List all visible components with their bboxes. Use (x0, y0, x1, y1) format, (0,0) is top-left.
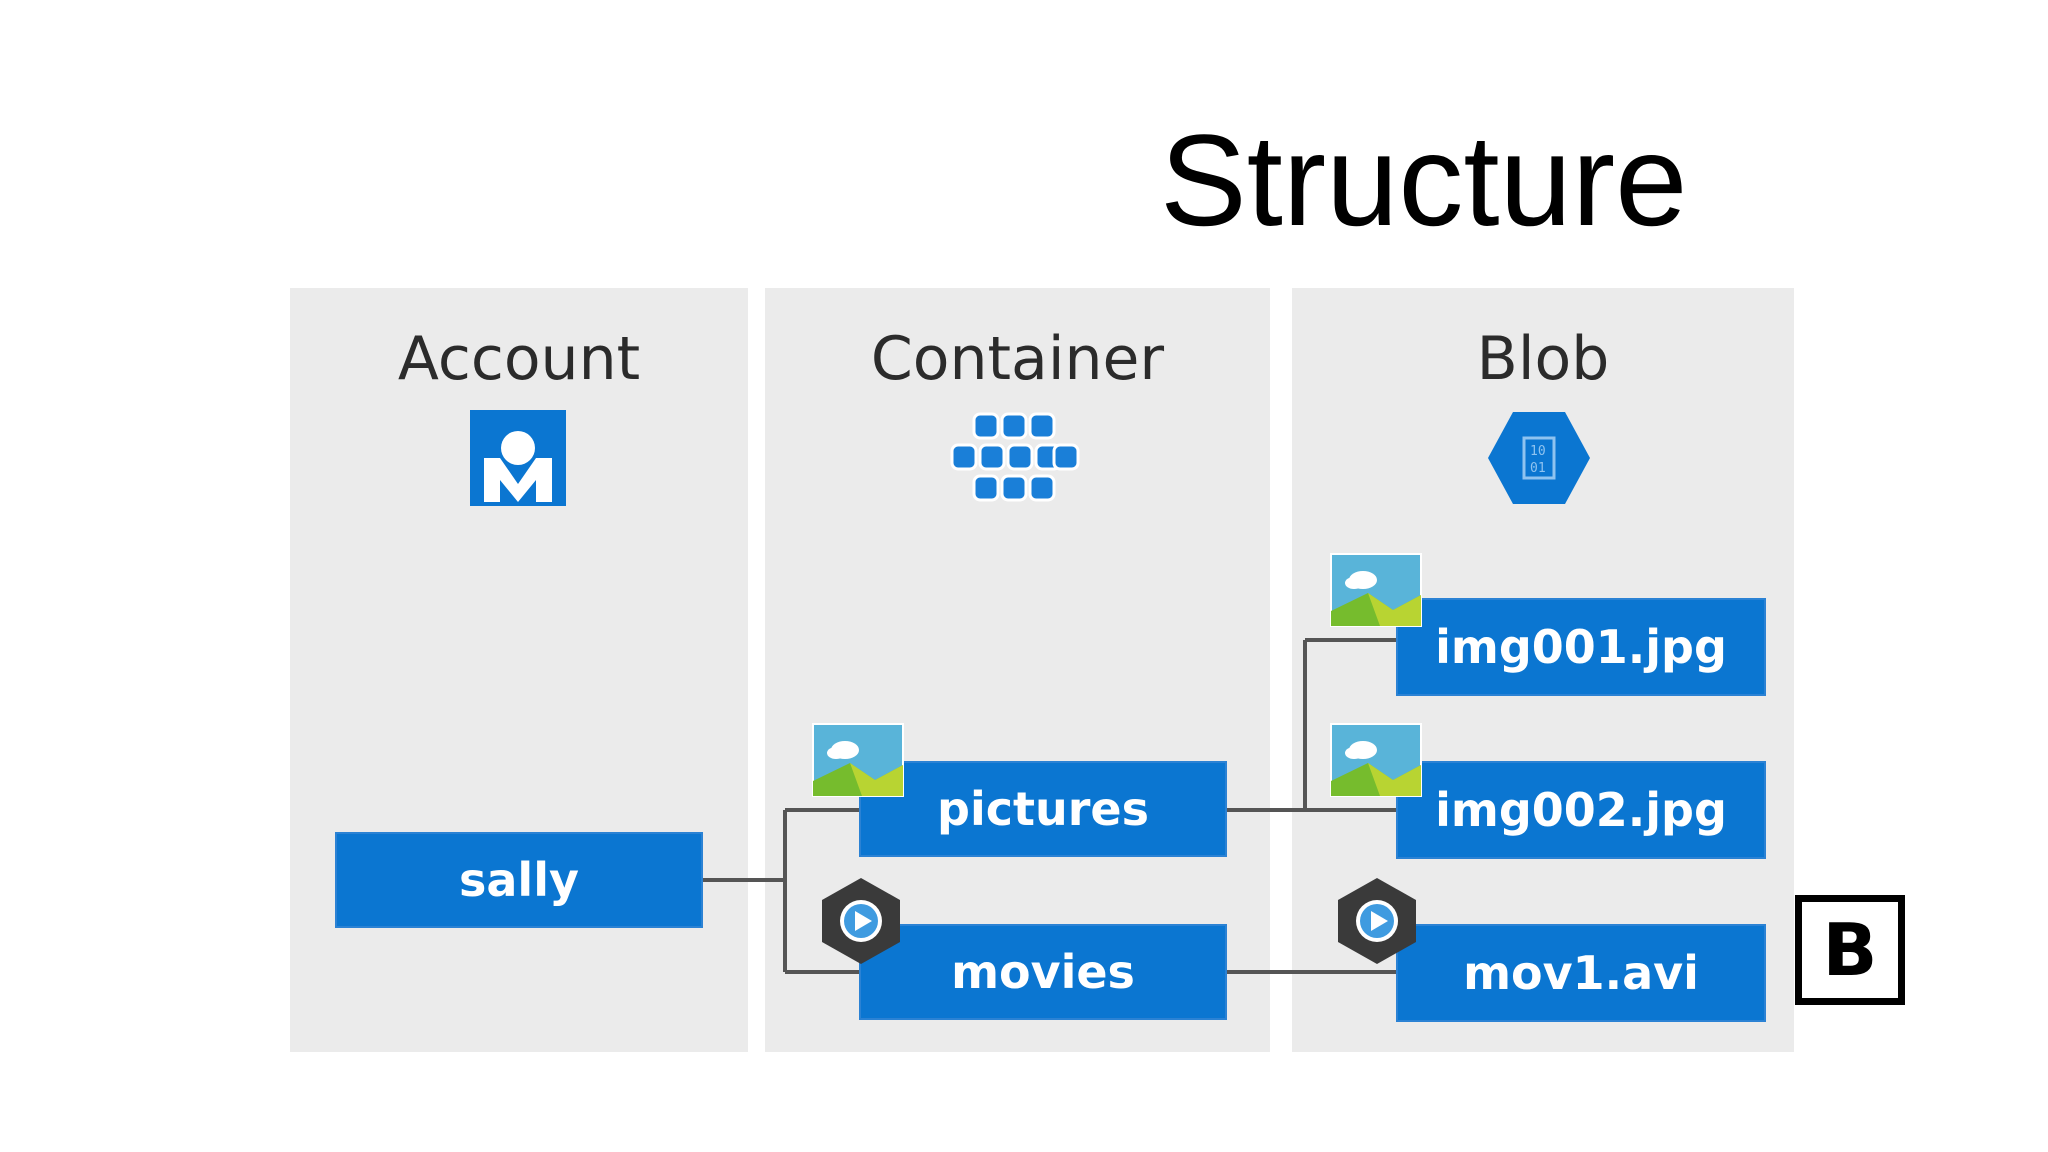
account-node-label: sally (459, 853, 579, 907)
blob-node-label: img001.jpg (1435, 620, 1727, 674)
account-node-sally: sally (335, 832, 703, 928)
container-node-pictures: pictures (859, 761, 1227, 857)
svg-text:01: 01 (1530, 461, 1546, 476)
blob-node-img002: img002.jpg (1396, 761, 1766, 859)
container-icon (950, 412, 1080, 502)
blob-node-label: mov1.avi (1463, 946, 1699, 1000)
image-icon (1330, 553, 1422, 627)
blob-node-label: img002.jpg (1435, 783, 1727, 837)
video-icon (1338, 878, 1416, 964)
blob-node-mov1: mov1.avi (1396, 924, 1766, 1022)
blob-node-img001: img001.jpg (1396, 598, 1766, 696)
container-node-label: movies (951, 945, 1135, 999)
blob-icon: 10 01 (1488, 412, 1590, 504)
brand-b-logo: B (1795, 895, 1905, 1005)
video-icon (822, 878, 900, 964)
diagram-title: Structure (1160, 107, 1688, 253)
image-icon (1330, 723, 1422, 797)
container-node-movies: movies (859, 924, 1227, 1020)
account-column-heading: Account (397, 324, 641, 394)
svg-text:10: 10 (1530, 444, 1546, 459)
container-node-label: pictures (937, 782, 1149, 836)
image-icon (812, 723, 904, 797)
container-column-heading: Container (870, 324, 1165, 394)
blob-column-heading: Blob (1476, 324, 1610, 394)
storage-account-icon (470, 410, 566, 506)
